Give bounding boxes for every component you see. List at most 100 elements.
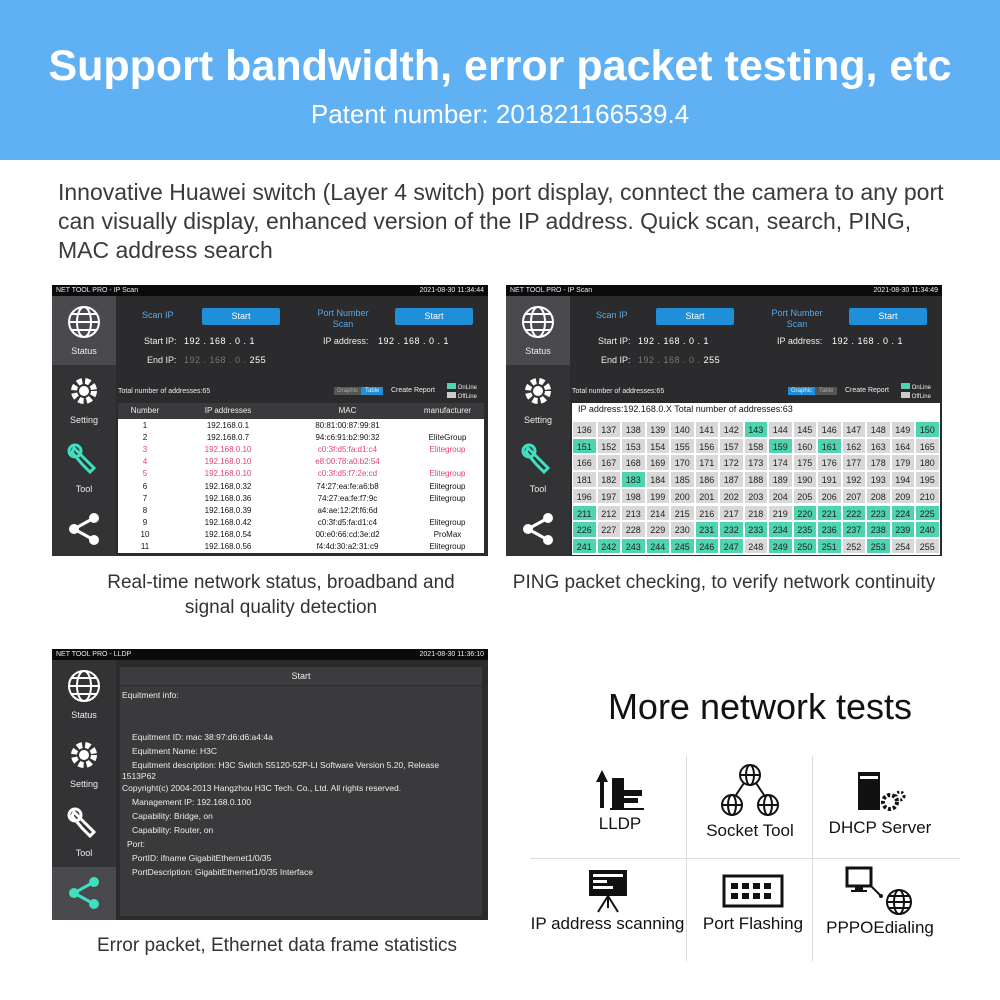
ping-cell[interactable]: 251 xyxy=(817,537,842,555)
ping-cell[interactable]: 221 xyxy=(817,504,842,521)
ping-cell[interactable]: 149 xyxy=(890,421,916,438)
ping-cell[interactable]: 253 xyxy=(866,537,891,555)
ping-cell[interactable]: 237 xyxy=(841,521,867,538)
ping-cell[interactable]: 211 xyxy=(572,504,597,521)
ping-cell[interactable]: 160 xyxy=(792,437,818,455)
graphic-tab[interactable]: Graphic xyxy=(334,387,362,395)
create-report-button[interactable]: Create Report xyxy=(391,387,435,394)
ping-cell[interactable]: 208 xyxy=(866,487,891,505)
ping-cell[interactable]: 158 xyxy=(743,437,769,455)
ping-cell[interactable]: 170 xyxy=(670,454,695,471)
ping-cell[interactable]: 230 xyxy=(670,521,695,538)
ping-cell[interactable]: 232 xyxy=(719,521,744,538)
ping-cell[interactable]: 166 xyxy=(572,454,597,471)
ping-cell[interactable]: 246 xyxy=(694,537,720,555)
ip-address-input[interactable]: 192 . 168 . 0 . 1 xyxy=(832,336,904,346)
ping-cell[interactable]: 231 xyxy=(694,521,720,538)
ping-cell[interactable]: 157 xyxy=(719,437,744,455)
ping-cell[interactable]: 155 xyxy=(670,437,695,455)
ping-cell[interactable]: 139 xyxy=(645,421,671,438)
ping-cell[interactable]: 202 xyxy=(719,487,744,505)
ping-cell[interactable]: 142 xyxy=(719,421,744,438)
ping-cell[interactable]: 222 xyxy=(841,504,867,521)
ping-cell[interactable]: 145 xyxy=(792,421,818,438)
ping-cell[interactable]: 184 xyxy=(645,471,671,488)
end-ip-input[interactable]: 192 . 168 . 0 . 255 xyxy=(184,355,267,365)
ping-cell[interactable]: 235 xyxy=(792,521,818,538)
ping-cell[interactable]: 152 xyxy=(596,437,622,455)
ping-cell[interactable]: 143 xyxy=(743,421,769,438)
end-ip-input[interactable]: 192 . 168 . 0 . 255 xyxy=(638,355,721,365)
sidebar-item-setting[interactable]: Setting xyxy=(506,365,570,434)
port-start-button[interactable]: Start xyxy=(849,308,927,325)
tile-dhcp-server[interactable]: DHCP Server xyxy=(818,768,942,838)
ping-cell[interactable]: 193 xyxy=(866,471,891,488)
ping-cell[interactable]: 181 xyxy=(572,471,597,488)
ping-cell[interactable]: 218 xyxy=(743,504,769,521)
ping-cell[interactable]: 150 xyxy=(915,421,940,438)
ping-cell[interactable]: 210 xyxy=(915,487,940,505)
ping-cell[interactable]: 213 xyxy=(621,504,646,521)
ping-cell[interactable]: 198 xyxy=(621,487,646,505)
sidebar-item-status[interactable]: Status xyxy=(52,660,116,729)
ping-cell[interactable]: 162 xyxy=(841,437,867,455)
ping-cell[interactable]: 188 xyxy=(743,471,769,488)
ping-cell[interactable]: 203 xyxy=(743,487,769,505)
tile-ip-scanning[interactable]: IP address scanning xyxy=(530,866,685,934)
graphic-tab[interactable]: Graphic xyxy=(788,387,816,395)
ping-cell[interactable]: 252 xyxy=(841,537,867,555)
ping-cell[interactable]: 148 xyxy=(866,421,891,438)
ping-cell[interactable]: 195 xyxy=(915,471,940,488)
ping-cell[interactable]: 209 xyxy=(890,487,916,505)
sidebar-item-tool[interactable]: Tool xyxy=(52,434,116,503)
ping-cell[interactable]: 163 xyxy=(866,437,891,455)
ping-cell[interactable]: 255 xyxy=(915,537,940,555)
ping-cell[interactable]: 212 xyxy=(596,504,622,521)
ping-cell[interactable]: 137 xyxy=(596,421,622,438)
ping-cell[interactable]: 229 xyxy=(645,521,671,538)
ping-cell[interactable]: 217 xyxy=(719,504,744,521)
ping-cell[interactable]: 146 xyxy=(817,421,842,438)
ping-cell[interactable]: 247 xyxy=(719,537,744,555)
scan-start-button[interactable]: Start xyxy=(656,308,734,325)
ping-cell[interactable]: 167 xyxy=(596,454,622,471)
ping-cell[interactable]: 228 xyxy=(621,521,646,538)
ping-cell[interactable]: 169 xyxy=(645,454,671,471)
ping-cell[interactable]: 159 xyxy=(768,437,793,455)
sidebar-item-setting[interactable]: Setting xyxy=(52,365,116,434)
ping-cell[interactable]: 174 xyxy=(768,454,793,471)
ping-cell[interactable]: 196 xyxy=(572,487,597,505)
port-start-button[interactable]: Start xyxy=(395,308,473,325)
ping-cell[interactable]: 180 xyxy=(915,454,940,471)
ping-cell[interactable]: 250 xyxy=(792,537,818,555)
tile-pppoe-dialing[interactable]: PPPOEdialing xyxy=(818,866,942,938)
ping-cell[interactable]: 182 xyxy=(596,471,622,488)
ping-cell[interactable]: 136 xyxy=(572,421,597,438)
sidebar-item-tool[interactable]: Tool xyxy=(52,798,116,867)
ip-address-input[interactable]: 192 . 168 . 0 . 1 xyxy=(378,336,450,346)
create-report-button[interactable]: Create Report xyxy=(845,387,889,394)
ping-cell[interactable]: 171 xyxy=(694,454,720,471)
sidebar-item-share[interactable] xyxy=(506,503,570,556)
ping-cell[interactable]: 190 xyxy=(792,471,818,488)
ping-cell[interactable]: 141 xyxy=(694,421,720,438)
ping-cell[interactable]: 244 xyxy=(645,537,671,555)
sidebar-item-share[interactable] xyxy=(52,867,116,920)
ping-cell[interactable]: 151 xyxy=(572,437,597,455)
ping-cell[interactable]: 178 xyxy=(866,454,891,471)
ping-cell[interactable]: 215 xyxy=(670,504,695,521)
ping-cell[interactable]: 226 xyxy=(572,521,597,538)
ping-cell[interactable]: 219 xyxy=(768,504,793,521)
ping-cell[interactable]: 242 xyxy=(596,537,622,555)
ping-cell[interactable]: 200 xyxy=(670,487,695,505)
ping-cell[interactable]: 147 xyxy=(841,421,867,438)
ping-cell[interactable]: 194 xyxy=(890,471,916,488)
ping-cell[interactable]: 161 xyxy=(817,437,842,455)
ping-cell[interactable]: 206 xyxy=(817,487,842,505)
